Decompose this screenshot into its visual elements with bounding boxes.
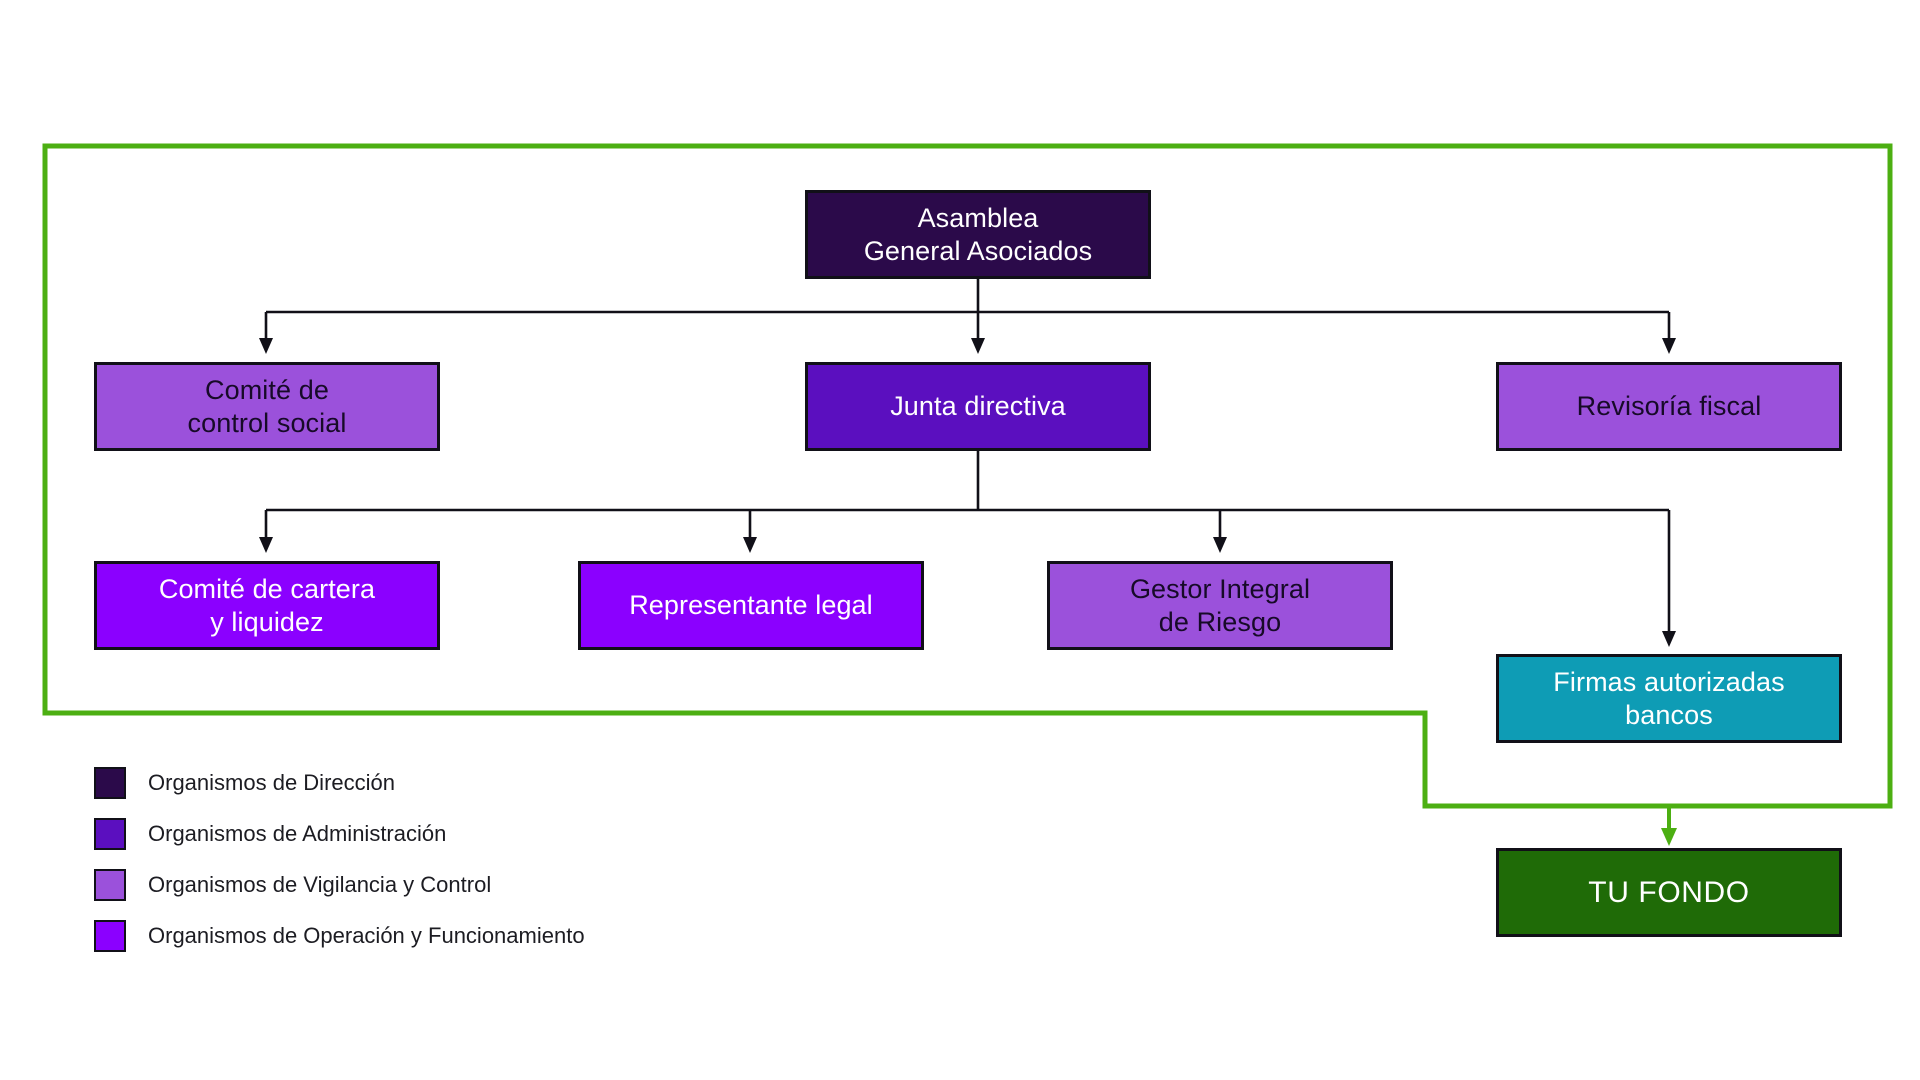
node-revisoria-fiscal[interactable]: Revisoría fiscal	[1496, 362, 1842, 451]
arrowhead-firmas	[1662, 631, 1676, 647]
node-tu-fondo[interactable]: TU FONDO	[1496, 848, 1842, 937]
legend-item-administracion: Organismos de Administración	[94, 808, 585, 859]
legend-swatch-administracion-icon	[94, 817, 126, 850]
legend-item-vigilancia-control: Organismos de Vigilancia y Control	[94, 859, 585, 910]
legend-swatch-direccion-icon	[94, 766, 126, 799]
green-arrow-head	[1661, 828, 1677, 846]
node-gestor-integral-de-riesgo[interactable]: Gestor Integral de Riesgo	[1047, 561, 1393, 650]
legend: Organismos de Dirección Organismos de Ad…	[94, 757, 585, 961]
legend-swatch-vigilancia-control-icon	[94, 868, 126, 901]
arrowhead-gestor	[1213, 537, 1227, 553]
node-comite-de-control-social[interactable]: Comité de control social	[94, 362, 440, 451]
node-comite-de-cartera-y-liquidez[interactable]: Comité de cartera y liquidez	[94, 561, 440, 650]
node-junta-directiva[interactable]: Junta directiva	[805, 362, 1151, 451]
legend-label-administracion: Organismos de Administración	[148, 820, 447, 846]
legend-label-vigilancia-control: Organismos de Vigilancia y Control	[148, 871, 492, 897]
node-representante-legal[interactable]: Representante legal	[578, 561, 924, 650]
legend-swatch-operacion-funcionamiento-icon	[94, 919, 126, 952]
arrowhead-comite-control	[259, 338, 273, 354]
legend-label-operacion-funcionamiento: Organismos de Operación y Funcionamiento	[148, 922, 585, 948]
legend-item-direccion: Organismos de Dirección	[94, 757, 585, 808]
arrowhead-comite-cartera	[259, 537, 273, 553]
legend-item-operacion-funcionamiento: Organismos de Operación y Funcionamiento	[94, 910, 585, 961]
arrowhead-representante	[743, 537, 757, 553]
legend-label-direccion: Organismos de Dirección	[148, 769, 395, 795]
arrowhead-revisoria	[1662, 338, 1676, 354]
arrowhead-junta	[971, 338, 985, 354]
node-asamblea-general-asociados[interactable]: Asamblea General Asociados	[805, 190, 1151, 279]
node-firmas-autorizadas-bancos[interactable]: Firmas autorizadas bancos	[1496, 654, 1842, 743]
